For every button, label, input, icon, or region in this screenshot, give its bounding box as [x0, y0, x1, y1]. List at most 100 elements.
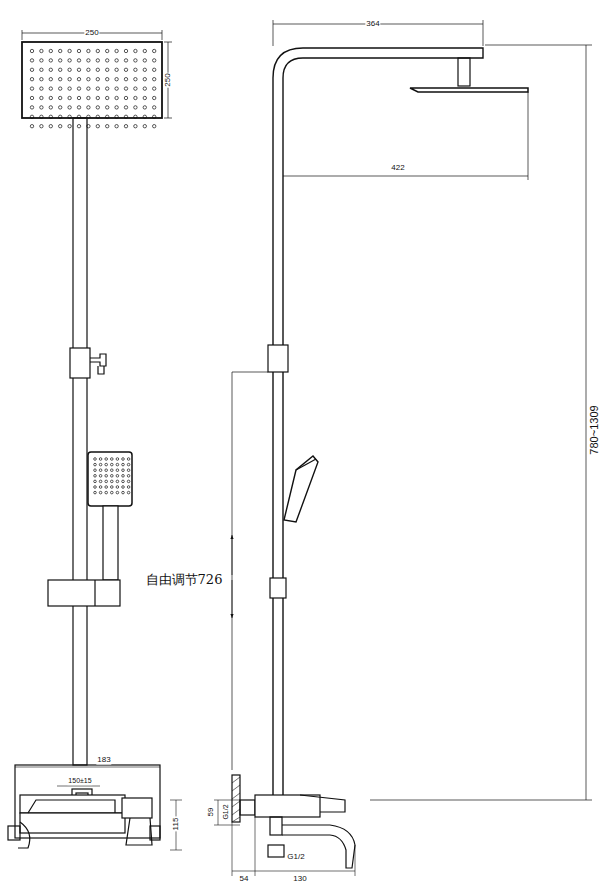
- nozzle: [143, 59, 146, 62]
- dimension-label: 150±15: [67, 777, 92, 785]
- nozzle: [143, 78, 146, 81]
- dimension-label: 54: [239, 875, 250, 884]
- nozzle: [127, 491, 130, 494]
- nozzle: [143, 87, 146, 90]
- nozzle: [96, 106, 99, 109]
- nozzle: [134, 59, 137, 62]
- nozzle: [122, 491, 125, 494]
- nozzle: [153, 68, 156, 71]
- nozzle: [96, 78, 99, 81]
- nozzle: [30, 96, 33, 99]
- nozzle-dots: [30, 49, 156, 128]
- nozzle: [106, 106, 109, 109]
- nozzle: [87, 87, 90, 90]
- nozzle: [124, 96, 127, 99]
- rain-head-side: [410, 88, 528, 92]
- nozzle: [124, 49, 127, 52]
- nozzle: [94, 475, 97, 478]
- nozzle: [30, 106, 33, 109]
- nozzle: [127, 463, 130, 466]
- dimension-label: 780~1309: [588, 404, 600, 455]
- nozzle: [87, 96, 90, 99]
- nozzle: [127, 469, 130, 472]
- mixer-body: [255, 795, 320, 817]
- nozzle: [134, 78, 137, 81]
- lever: [122, 798, 152, 818]
- nozzle: [49, 115, 52, 118]
- nozzle: [99, 458, 102, 461]
- nozzle: [116, 458, 119, 461]
- nozzle: [59, 96, 62, 99]
- hand-shower-side: [284, 456, 318, 522]
- nozzle: [77, 125, 80, 128]
- nozzle: [143, 96, 146, 99]
- nozzle: [106, 49, 109, 52]
- head-connector: [458, 58, 470, 86]
- nozzle: [127, 480, 130, 483]
- nozzle: [49, 96, 52, 99]
- nozzle: [115, 115, 118, 118]
- dimension-label: 130: [292, 875, 307, 884]
- nozzle: [59, 106, 62, 109]
- nozzle: [30, 87, 33, 90]
- nozzle: [96, 87, 99, 90]
- nozzle: [111, 463, 114, 466]
- nozzle: [115, 125, 118, 128]
- nozzle: [153, 59, 156, 62]
- nozzle: [115, 68, 118, 71]
- nozzle: [105, 480, 108, 483]
- nozzle: [94, 458, 97, 461]
- dimension-label: 115: [172, 817, 181, 832]
- riser-arm: [273, 48, 483, 795]
- nozzle: [111, 491, 114, 494]
- nozzle: [30, 49, 33, 52]
- nozzle: [40, 68, 43, 71]
- nozzle: [111, 486, 114, 489]
- nozzle: [40, 96, 43, 99]
- nozzle: [49, 59, 52, 62]
- nozzle: [153, 78, 156, 81]
- nozzle: [122, 458, 125, 461]
- nozzle: [94, 486, 97, 489]
- nozzle: [105, 491, 108, 494]
- nozzle: [116, 469, 119, 472]
- nozzle: [115, 106, 118, 109]
- nozzle: [111, 458, 114, 461]
- nozzle: [40, 78, 43, 81]
- nozzle: [49, 49, 52, 52]
- nozzle: [134, 125, 137, 128]
- rain-head: [22, 42, 162, 118]
- nozzle: [40, 59, 43, 62]
- nozzle: [87, 68, 90, 71]
- mixer-outline: [15, 765, 160, 838]
- nozzle: [116, 491, 119, 494]
- hand-shower: [88, 452, 132, 506]
- nozzle: [111, 475, 114, 478]
- nozzle: [99, 486, 102, 489]
- nozzle: [49, 78, 52, 81]
- nozzle: [68, 68, 71, 71]
- nozzle: [59, 125, 62, 128]
- nozzle: [30, 78, 33, 81]
- dimension-label: 250: [84, 29, 99, 38]
- nozzle: [59, 115, 62, 118]
- dimension-label: G1/2: [286, 853, 305, 862]
- nozzle: [124, 106, 127, 109]
- nozzle: [124, 68, 127, 71]
- nozzle: [49, 87, 52, 90]
- nozzle: [106, 115, 109, 118]
- nozzle: [77, 87, 80, 90]
- nozzle: [105, 486, 108, 489]
- nozzle: [106, 96, 109, 99]
- nozzle: [94, 463, 97, 466]
- nozzle: [124, 78, 127, 81]
- nozzle: [96, 115, 99, 118]
- nozzle: [105, 463, 108, 466]
- nozzle: [68, 59, 71, 62]
- nozzle: [106, 78, 109, 81]
- nozzle: [134, 87, 137, 90]
- nozzle: [87, 106, 90, 109]
- nozzle: [40, 87, 43, 90]
- nozzle: [30, 59, 33, 62]
- nozzle: [68, 125, 71, 128]
